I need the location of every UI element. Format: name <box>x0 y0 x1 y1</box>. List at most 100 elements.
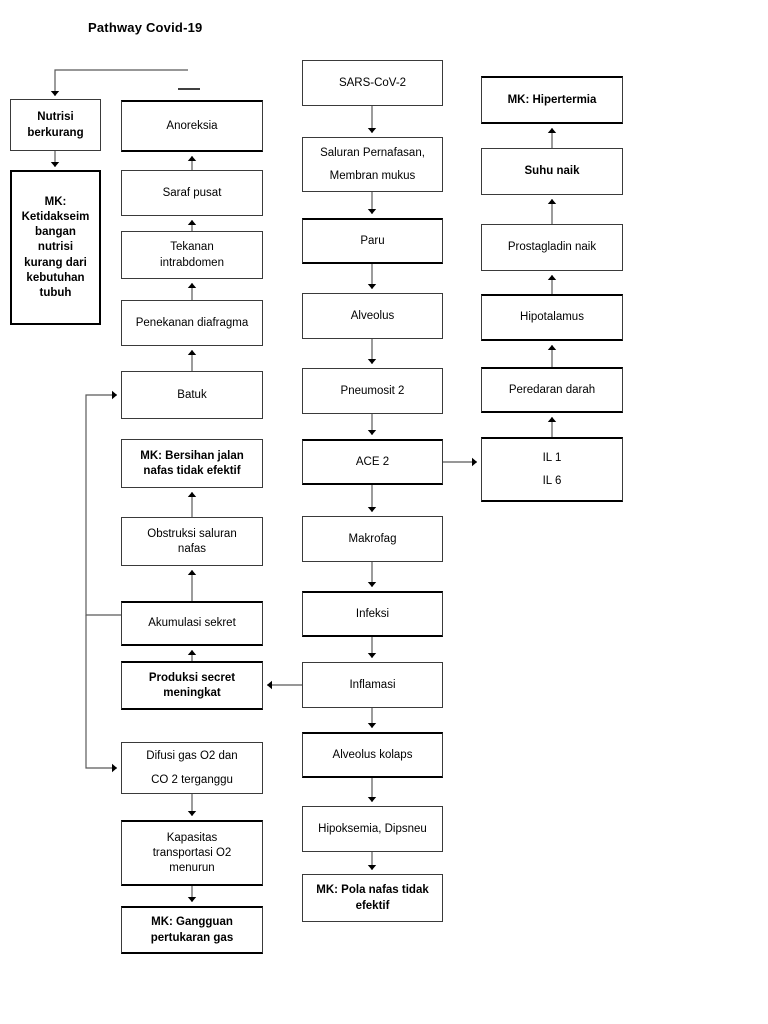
node-ace-2[interactable]: ACE 2 <box>302 439 443 485</box>
node-batuk[interactable]: Batuk <box>121 371 263 419</box>
node-label: Anoreksia <box>166 119 218 132</box>
node-label: Obstruksi saluran <box>147 527 237 540</box>
node-saraf-pusat[interactable]: Saraf pusat <box>121 170 263 216</box>
node-label: ACE 2 <box>355 455 390 468</box>
node-tekanan-intrabdomen[interactable]: Tekanan intrabdomen <box>121 231 263 279</box>
edge-peredaran-to-hipotalamus <box>547 345 557 367</box>
node-makrofag[interactable]: Makrofag <box>302 516 443 562</box>
page-title: Pathway Covid-19 <box>88 20 203 35</box>
edge-hipotalamus-to-prostagladin <box>547 275 557 294</box>
edge-batuk-to-diafragma <box>187 350 197 371</box>
edge-akumulasi-branch-to-batuk <box>85 390 121 616</box>
node-peredaran-darah[interactable]: Peredaran darah <box>481 367 623 413</box>
edge-saraf-to-anoreksia <box>187 156 197 170</box>
node-hipoksemia-dipsneu[interactable]: Hipoksemia, Dipsneu <box>302 806 443 852</box>
node-suhu-naik[interactable]: Suhu naik <box>481 148 623 195</box>
node-label: berkurang <box>27 126 84 139</box>
node-label: IL 1 <box>542 451 562 464</box>
node-label: Inflamasi <box>349 678 396 691</box>
node-akumulasi-sekret[interactable]: Akumulasi sekret <box>121 601 263 646</box>
node-label: Alveolus kolaps <box>332 748 413 761</box>
node-label: Tekanan <box>170 241 214 254</box>
edge-sars-to-saluran <box>367 106 377 133</box>
node-sars-cov-2[interactable]: SARS-CoV-2 <box>302 60 443 106</box>
node-label: Suhu naik <box>524 165 580 178</box>
node-label: MK: Hipertermia <box>507 93 597 106</box>
node-label: bangan <box>35 226 76 239</box>
node-label: menurun <box>169 862 215 875</box>
node-label: Makrofag <box>348 532 397 545</box>
node-kapasitas-transportasi-o2[interactable]: Kapasitas transportasi O2 menurun <box>121 820 263 886</box>
node-label: transportasi O2 <box>152 846 232 859</box>
node-inflamasi[interactable]: Inflamasi <box>302 662 443 708</box>
node-label: Pneumosit 2 <box>340 384 405 397</box>
edge-il-to-peredaran <box>547 417 557 437</box>
edge-obstruksi-to-mk-bersihan <box>187 492 197 517</box>
edge-ace2-to-il <box>443 457 477 467</box>
node-label: MK: Pola nafas tidak <box>316 884 429 897</box>
node-anoreksia[interactable]: Anoreksia <box>121 100 263 152</box>
node-alveolus[interactable]: Alveolus <box>302 293 443 339</box>
edge-paru-to-alveolus <box>367 264 377 289</box>
edge-batuk-to-nutrisi <box>50 69 188 96</box>
node-mk-gangguan-pertukaran-gas[interactable]: MK: Gangguan pertukaran gas <box>121 906 263 954</box>
node-label: kebutuhan <box>26 271 85 284</box>
edge-inflamasi-to-produksi <box>267 680 302 690</box>
edge-difusi-to-kapasitas <box>187 794 197 816</box>
edge-inflamasi-to-alveolus-kolaps <box>367 708 377 728</box>
node-label: Produksi secret <box>148 671 236 684</box>
node-label: MK: <box>44 196 67 209</box>
node-saluran-pernafasan[interactable]: Saluran Pernafasan,Membran mukus <box>302 137 443 192</box>
node-il-1-il-6[interactable]: IL 1 IL 6 <box>481 437 623 502</box>
node-label: intrabdomen <box>160 256 224 269</box>
node-label: Alveolus <box>350 309 395 322</box>
edge-saluran-to-paru <box>367 192 377 214</box>
node-penekanan-diafragma[interactable]: Penekanan diafragma <box>121 300 263 346</box>
edge-alveolus-to-pneumosit <box>367 339 377 364</box>
edge-akumulasi-to-obstruksi <box>187 570 197 601</box>
node-label: MK: Gangguan <box>151 916 233 929</box>
edge-produksi-to-akumulasi <box>187 650 197 661</box>
node-label: SARS-CoV-2 <box>338 76 407 89</box>
node-prostagladin-naik[interactable]: Prostagladin naik <box>481 224 623 271</box>
edge-suhu-to-hipertermia <box>547 128 557 148</box>
node-label: pertukaran gas <box>150 931 234 944</box>
node-mk-hipertermia[interactable]: MK: Hipertermia <box>481 76 623 124</box>
node-label: Penekanan diafragma <box>135 316 249 329</box>
node-nutrisi-berkurang[interactable]: Nutrisi berkurang <box>10 99 101 151</box>
node-label: meningkat <box>163 687 221 699</box>
node-label: MK: Bersihan jalan <box>140 449 244 462</box>
node-label: kurang dari <box>24 256 87 269</box>
edge-alveolus-kolaps-to-hipoksemia <box>367 778 377 802</box>
node-hipotalamus[interactable]: Hipotalamus <box>481 294 623 341</box>
edge-makrofag-to-infeksi <box>367 562 377 587</box>
node-label: IL 6 <box>542 475 562 487</box>
node-mk-bersihan-jalan-nafas[interactable]: MK: Bersihan jalan nafas tidak efektif <box>121 439 263 488</box>
node-label: Difusi gas O2 dan <box>146 750 238 763</box>
node-infeksi[interactable]: Infeksi <box>302 591 443 637</box>
node-label: Infeksi <box>355 607 390 620</box>
node-label: Nutrisi <box>37 111 74 124</box>
node-label: nutrisi <box>37 241 74 254</box>
node-paru[interactable]: Paru <box>302 218 443 264</box>
node-label: nafas tidak efektif <box>143 465 241 477</box>
node-alveolus-kolaps[interactable]: Alveolus kolaps <box>302 732 443 778</box>
node-produksi-secret-meningkat[interactable]: Produksi secret meningkat <box>121 661 263 710</box>
node-label: Saraf pusat <box>162 186 222 199</box>
edge-prostagladin-to-suhu <box>547 199 557 224</box>
node-mk-pola-nafas-tidak-efektif[interactable]: MK: Pola nafas tidak efektif <box>302 874 443 922</box>
node-label: Ketidakseim <box>21 211 90 224</box>
node-pneumosit-2[interactable]: Pneumosit 2 <box>302 368 443 414</box>
node-label: Saluran Pernafasan, <box>320 146 425 159</box>
edge-hipoksemia-to-mk-pola-nafas <box>367 852 377 870</box>
edge-kapasitas-to-mk-gangguan <box>187 886 197 902</box>
node-mk-ketidakseimbangan-nutrisi[interactable]: MK: Ketidakseim bangan nutrisi kurang dari ke… <box>10 170 101 325</box>
edge-nutrisi-to-mk-nutrisi <box>50 151 60 167</box>
node-label: Hipoksemia, Dipsneu <box>318 822 427 835</box>
node-label: Hipotalamus <box>520 311 584 324</box>
node-label: Kapasitas <box>166 831 218 844</box>
node-label: efektif <box>355 899 390 912</box>
